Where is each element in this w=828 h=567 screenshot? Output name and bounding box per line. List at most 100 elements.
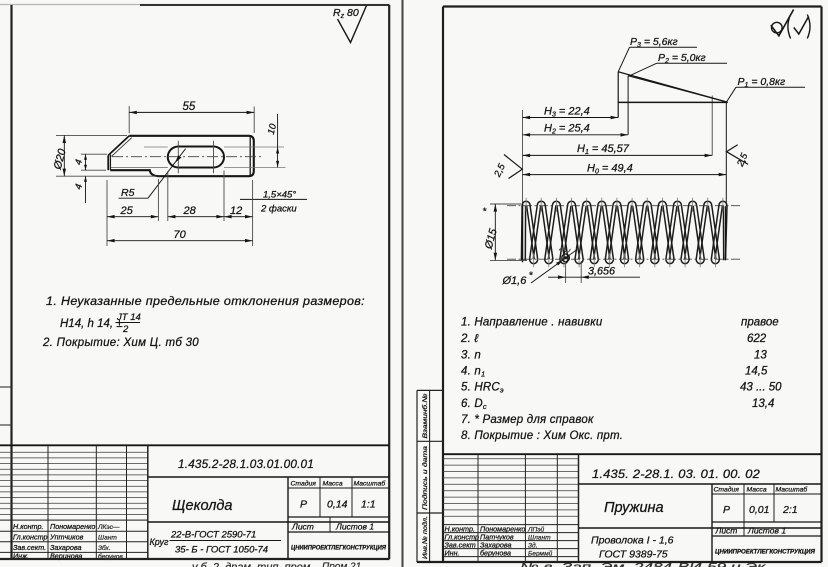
svg-text:Масса: Масса: [747, 487, 767, 494]
svg-text:Пром 21: Пром 21: [322, 562, 361, 567]
svg-text:Гл.констр: Гл.констр: [445, 533, 480, 542]
svg-text:Круг: Круг: [150, 537, 170, 547]
svg-text:8. Покрытие : Хим Окс. прт: 8. Покрытие : Хим Окс. прт.: [461, 430, 623, 442]
svg-text:берунов: берунов: [98, 552, 123, 560]
svg-text:5. HRCэ: 5. HRCэ: [461, 382, 504, 395]
svg-text:Зд.: Зд.: [528, 542, 538, 550]
svg-text:берунова: берунова: [480, 549, 511, 558]
svg-text:28: 28: [183, 205, 197, 217]
svg-text:22-В-ГОСТ 2590-71: 22-В-ГОСТ 2590-71: [170, 530, 256, 541]
svg-text:Лист: Лист: [715, 526, 738, 536]
svg-text:622: 622: [747, 333, 767, 345]
svg-text:Лист: Лист: [291, 522, 314, 532]
svg-text:Щеколда: Щеколда: [172, 498, 232, 514]
svg-text:25: 25: [120, 205, 134, 217]
svg-text:Rz 80: Rz 80: [333, 7, 359, 20]
svg-text:Н.контр.: Н.контр.: [445, 525, 475, 534]
svg-text:2. Покрытие: Хим Ц. тб 30: 2. Покрытие: Хим Ц. тб 30: [42, 337, 199, 349]
svg-text:7. * Размер для справок: 7. * Размер для справок: [461, 414, 594, 426]
svg-text:Листов 1: Листов 1: [335, 522, 374, 532]
svg-text:3,656: 3,656: [588, 266, 615, 278]
svg-text:Ø15: Ø15: [483, 226, 500, 251]
svg-text:правое: правое: [741, 317, 779, 329]
svg-text:Захарова: Захарова: [50, 543, 82, 552]
svg-text:Берммй: Берммй: [528, 550, 553, 558]
svg-text:ЦНИИПРОЕКТЛЕГКОНСТРУКЦИЯ: ЦНИИПРОЕКТЛЕГКОНСТРУКЦИЯ: [715, 549, 815, 556]
svg-text:10: 10: [266, 122, 280, 136]
svg-text:35- Б - ГОСТ 1050-74: 35- Б - ГОСТ 1050-74: [175, 545, 268, 556]
svg-text:Н1 = 45,57: Н1 = 45,57: [577, 143, 630, 156]
svg-text:2. ℓ: 2. ℓ: [460, 333, 478, 345]
svg-text:1:1: 1:1: [361, 499, 376, 511]
svg-text:Н0 = 49,4: Н0 = 49,4: [587, 162, 633, 175]
svg-text:у б. 2. драм. тип. пром.: у б. 2. драм. тип. пром.: [191, 562, 313, 567]
svg-text:1.435. 2-28.1. 03. 01. 00. 02: 1.435. 2-28.1. 03. 01. 00. 02: [592, 467, 760, 481]
svg-text:Ø1,6: Ø1,6: [502, 275, 528, 287]
svg-text:Проволока I - 1,6: Проволока I - 1,6: [591, 535, 674, 547]
svg-text:JT 14: JT 14: [116, 312, 141, 323]
svg-text:Инв.№ подл.: Инв.№ подл.: [421, 516, 429, 559]
svg-text:Н14, h 14, ±: Н14, h 14, ±: [60, 318, 123, 330]
svg-text:Шлант: Шлант: [528, 535, 551, 542]
svg-text:Р: Р: [723, 504, 730, 516]
svg-text:0,01: 0,01: [749, 504, 769, 516]
svg-text:43 ... 50: 43 ... 50: [740, 382, 782, 394]
svg-text:6. Dс: 6. Dс: [461, 398, 487, 411]
svg-text:№ в. Зап. Эм. 2484-ВИ-59 и Э: № в. Зап. Эм. 2484-ВИ-59 и Эк.: [520, 562, 770, 567]
svg-text:Уптчиков: Уптчиков: [49, 533, 84, 542]
svg-text:14,5: 14,5: [745, 366, 768, 378]
svg-text:1.435.2-28.1.03.01.00.01: 1.435.2-28.1.03.01.00.01: [178, 457, 314, 471]
svg-text:*: *: [529, 270, 534, 282]
svg-text:Листов 1: Листов 1: [747, 526, 786, 536]
svg-text:Н2 = 25,4: Н2 = 25,4: [544, 123, 590, 136]
svg-text:ГОСТ 9389-75: ГОСТ 9389-75: [599, 549, 668, 561]
svg-text:Патчуков: Патчуков: [480, 533, 514, 542]
svg-text:Р: Р: [300, 499, 307, 511]
svg-text:Стадия: Стадия: [714, 486, 740, 494]
svg-text:ЛПэй: ЛПэй: [527, 526, 545, 534]
svg-text:Ø20: Ø20: [52, 147, 69, 172]
svg-text:Масштаб: Масштаб: [776, 486, 809, 494]
svg-text:P3 = 5,6кг: P3 = 5,6кг: [630, 36, 678, 49]
svg-text:Зав.сект.: Зав.сект.: [13, 543, 46, 552]
svg-text:1,5×45°: 1,5×45°: [263, 189, 296, 200]
svg-text:Збх.: Збх.: [98, 544, 111, 552]
svg-text:2 фаски: 2 фаски: [260, 204, 297, 215]
svg-text:70: 70: [174, 229, 187, 241]
svg-text:13,4: 13,4: [752, 398, 774, 410]
svg-text:13: 13: [754, 350, 767, 362]
svg-text:1. Направление . навивки: 1. Направление . навивки: [461, 317, 603, 329]
svg-text:R5: R5: [121, 187, 135, 199]
svg-text:Взаминб.№: Взаминб.№: [421, 394, 429, 439]
svg-text:Подпись и дата: Подпись и дата: [421, 446, 429, 510]
svg-text:4: 4: [73, 158, 85, 166]
svg-text:Зав.сект: Зав.сект: [445, 541, 476, 550]
svg-text:Инж.: Инж.: [13, 551, 29, 560]
svg-text:Пономаренко: Пономаренко: [480, 525, 525, 534]
svg-text:Н.контр.: Н.контр.: [13, 522, 43, 531]
svg-text:3. n: 3. n: [461, 350, 481, 362]
svg-text:Инн.: Инн.: [445, 549, 460, 558]
svg-text:Шант: Шант: [98, 535, 117, 542]
svg-text:Веринова: Веринова: [50, 551, 82, 560]
svg-text:Пономаренко: Пономаренко: [50, 522, 95, 531]
svg-text:ЛКэс—: ЛКэс—: [97, 524, 120, 531]
svg-text:55: 55: [183, 101, 196, 113]
svg-text:Масштаб: Масштаб: [354, 480, 387, 488]
svg-text:2:1: 2:1: [782, 504, 798, 516]
svg-text:P1 = 0,8кг: P1 = 0,8кг: [738, 76, 786, 89]
svg-text:Гл.констр: Гл.констр: [13, 533, 48, 542]
svg-text:P2 = 5,0кг: P2 = 5,0кг: [658, 52, 706, 65]
svg-text:12: 12: [230, 205, 242, 217]
svg-text:Пружина: Пружина: [604, 500, 664, 516]
svg-text:Захарова: Захарова: [480, 541, 512, 550]
svg-text:Масса: Масса: [323, 481, 343, 488]
svg-text:ЦНИИПРОЕКТЛЕГКОНСТРУКЦИЯ: ЦНИИПРОЕКТЛЕГКОНСТРУКЦИЯ: [291, 545, 386, 552]
svg-text:4. n1: 4. n1: [461, 366, 485, 379]
svg-text:4: 4: [73, 183, 85, 191]
svg-text:0,14: 0,14: [327, 499, 348, 511]
svg-text:Н3 = 22,4: Н3 = 22,4: [544, 105, 590, 118]
svg-text:Стадия: Стадия: [291, 480, 317, 488]
svg-text:1. Неуказанные предельные: 1. Неуказанные предельные отклонения раз…: [46, 296, 365, 308]
svg-text:2: 2: [122, 324, 129, 335]
